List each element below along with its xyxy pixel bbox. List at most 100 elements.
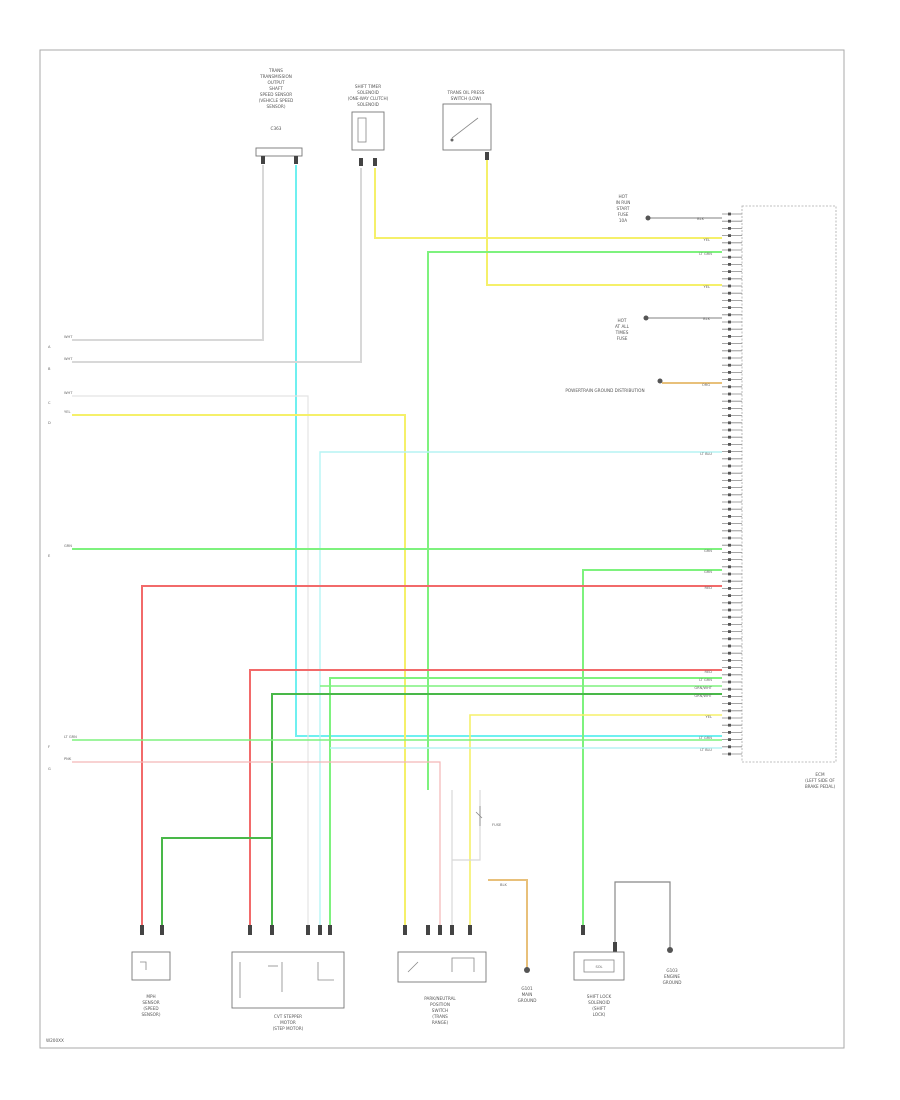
- g103-line-1: G103: [666, 968, 678, 973]
- ecm-pin-terminal-50: [728, 572, 731, 576]
- shift-timer-body: [351, 111, 385, 151]
- wire-wht-left-g: [72, 761, 441, 925]
- oil-press-body: [442, 103, 492, 151]
- oil-press-line-2: SWITCH (LOW): [451, 96, 482, 101]
- ecm-pin-terminal-41: [728, 507, 731, 511]
- cvt-pin-5: [328, 925, 332, 935]
- ecm-pin-terminal-27: [728, 407, 731, 410]
- wire-grn-shiftlock: [582, 569, 722, 925]
- ecm-pin-terminal-75: [728, 752, 731, 756]
- ecm-pin-terminal-71: [728, 723, 731, 727]
- ecm-pin-terminal-63: [728, 666, 731, 669]
- ecm-pin-terminal-4: [728, 241, 731, 245]
- hot-fuse-line-2: IN RUN: [616, 200, 631, 205]
- cvt-pin-1: [248, 925, 252, 935]
- ecm-pin-terminal-43: [728, 522, 731, 525]
- left-mark-e: E: [48, 554, 51, 558]
- ecm-pin-terminal-7: [728, 263, 731, 266]
- ecm-pin-terminal-30: [728, 428, 731, 432]
- wire-pnp-orange: [488, 879, 528, 968]
- cvt-line-1: CVT STEPPER: [274, 1014, 302, 1019]
- wl-left-wht-b: WHT: [64, 357, 73, 361]
- speed-sensor-line-2: SENSOR: [142, 1000, 159, 1005]
- g103-terminal: [667, 947, 673, 953]
- cvt-stepper-motor: CVT STEPPER MOTOR (STEP MOTOR): [231, 925, 345, 1031]
- ecm-body: [741, 205, 837, 763]
- ecm-pin-terminal-38: [728, 486, 731, 489]
- hot-fuse-line-1: HOT: [618, 194, 627, 199]
- trans-sensor-line-2: TRANSMISSION: [259, 74, 292, 79]
- wire-dkgrn-speed: [161, 837, 272, 925]
- ecm-pin-terminal-0: [728, 212, 731, 216]
- ecm-pin-terminal-17: [728, 335, 731, 338]
- wl-yel-3: YEL: [706, 715, 712, 719]
- shift-lock-solenoid: SOL SHIFT LOCK SOLENOID (SHIFT LOCK): [573, 925, 625, 1017]
- speed-sensor-body: [131, 951, 171, 981]
- wl-yel-1: YEL: [704, 238, 710, 242]
- wire-yel-shift: [374, 168, 722, 239]
- cvt-pin-3: [306, 925, 310, 935]
- ecm-pin-terminal-13: [728, 306, 731, 309]
- pnp-fuse-symbol: [475, 806, 483, 826]
- wl-pnp-fuse: FUSE: [492, 823, 502, 827]
- diagram-id: W200XX: [46, 1038, 64, 1043]
- left-mark-g: G: [48, 767, 51, 771]
- wl-left-yel: YEL: [64, 410, 70, 414]
- ground-g101: G101 MAIN GROUND: [518, 967, 537, 1003]
- trans-sensor-pin-a: [261, 156, 265, 164]
- cvt-pin-2: [270, 925, 274, 935]
- trans-sensor-line-3: OUTPUT: [267, 80, 285, 85]
- wire-yel-pnp: [469, 714, 722, 925]
- left-mark-f: F: [48, 745, 50, 749]
- ground-dist-label: POWERTRAIN GROUND DISTRIBUTION: [565, 388, 644, 393]
- wire-wht-sensor-a: [72, 165, 264, 341]
- park-neutral-switch: PARK/NEUTRAL POSITION SWITCH (TRANS RANG…: [397, 806, 487, 1025]
- wl-yel-2: YEL: [704, 285, 710, 289]
- ecm-pin-terminal-25: [728, 392, 731, 396]
- ecm-pin-terminal-31: [728, 435, 731, 439]
- speed-sensor-pin-b: [160, 925, 164, 935]
- trans-sensor-pin-b: [294, 156, 298, 164]
- left-mark-d: D: [48, 421, 51, 425]
- ecm-pins: [722, 212, 742, 756]
- pnp-switch-2: [451, 957, 475, 972]
- g101-line-3: GROUND: [518, 998, 537, 1003]
- shift-timer-pin-a: [359, 158, 363, 166]
- ecm-pin-terminal-66: [728, 687, 731, 691]
- trans-sensor-line-5: SPEED SENSOR: [260, 92, 292, 97]
- pnp-pin-5: [468, 925, 472, 935]
- speed-sensor-line-3: (SPEED: [143, 1006, 158, 1011]
- ecm-pin-terminal-29: [728, 421, 731, 425]
- ecm-pin-terminal-69: [728, 709, 731, 713]
- ecm-pin-terminal-5: [728, 248, 731, 252]
- shift-timer-line-4: SOLENOID: [357, 102, 379, 107]
- ecm-pin-terminal-47: [728, 551, 731, 554]
- hot-all-terminal: [643, 315, 649, 321]
- ecm-pin-terminal-19: [728, 349, 731, 353]
- hot-all-line-3: TIMES: [615, 330, 629, 335]
- ecm-pin-terminal-20: [728, 356, 731, 360]
- wl-red-2: RED: [704, 670, 712, 674]
- ecm-pin-terminal-62: [728, 659, 731, 662]
- diagram-frame: [39, 49, 845, 1049]
- ecm-pin-terminal-74: [728, 745, 731, 749]
- wl-left-wht-c: WHT: [64, 391, 73, 395]
- ecm-pin-terminal-11: [728, 291, 731, 295]
- wl-left-grn: GRN: [64, 544, 72, 548]
- wire-cyan-sensor: [295, 165, 722, 737]
- shift-timer-line-1: SHIFT TIMER: [355, 84, 381, 89]
- oil-press-line-1: TRANS OIL PRESS: [447, 90, 485, 95]
- ecm-pin-terminal-1: [728, 219, 731, 223]
- trans-sensor-connector-id: C363: [271, 126, 282, 131]
- bottom-components: MPH SENSOR (SPEED SENSOR) CVT STEPPER MO…: [131, 806, 681, 1031]
- wl-left-ltgrn: LT GRN: [64, 735, 77, 739]
- wl-grnwht-2: GRN/WHT: [694, 694, 712, 698]
- shift-timer-line-2: SOLENOID: [357, 90, 379, 95]
- ecm-pin-terminal-60: [728, 644, 731, 648]
- shift-lock-body: [573, 951, 625, 981]
- trans-sensor-line-7: SENSOR): [267, 104, 286, 109]
- ecm-module: ECM (LEFT SIDE OF BRAKE PEDAL): [722, 205, 837, 789]
- wire-labels: BLK YEL LT GRN YEL BLK ORG LT BLU GRN GR…: [48, 217, 713, 887]
- shift-lock-inner-label: SOL: [595, 965, 602, 969]
